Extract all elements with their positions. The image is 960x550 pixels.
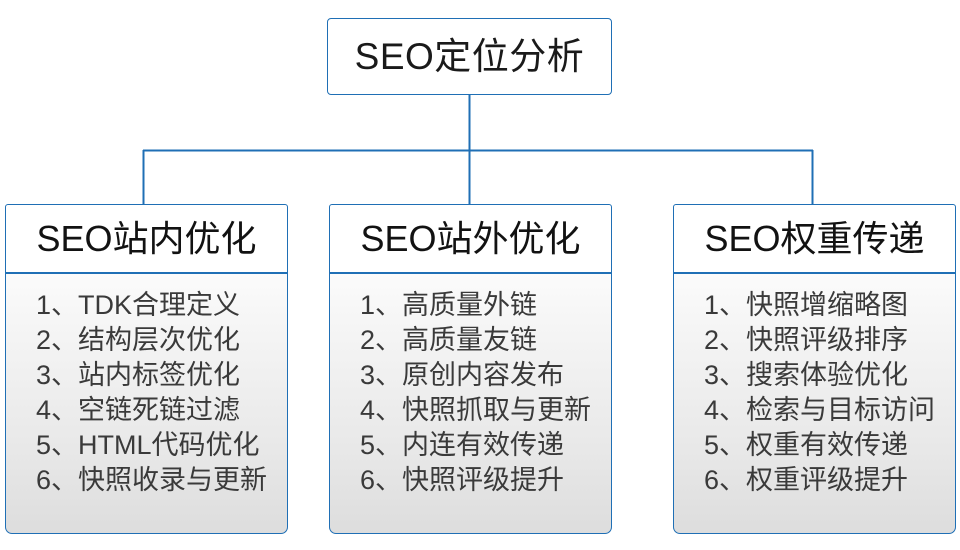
item-text: 内连有效传递 [402, 430, 565, 460]
list-item: 6、 快照评级提升 [360, 463, 611, 498]
item-index: 3、 [360, 360, 403, 390]
item-index: 2、 [36, 325, 79, 355]
item-index: 5、 [704, 430, 747, 460]
branch-column-1[interactable]: SEO站内优化 1、 TDK合理定义 2、 结构层次优化 3、 站内标签优化 4… [5, 204, 288, 534]
item-index: 4、 [36, 395, 79, 425]
item-text: TDK合理定义 [78, 290, 241, 320]
list-item: 2、 高质量友链 [360, 323, 611, 358]
item-text: 权重评级提升 [746, 465, 909, 495]
item-text: 高质量友链 [402, 325, 538, 355]
list-item: 4、 快照抓取与更新 [360, 393, 611, 428]
item-index: 2、 [704, 325, 747, 355]
item-text: 站内标签优化 [78, 360, 241, 390]
branch-header-2[interactable]: SEO站外优化 [329, 204, 612, 274]
item-index: 1、 [360, 290, 403, 320]
item-text: 快照抓取与更新 [402, 395, 592, 425]
list-item: 4、 空链死链过滤 [36, 393, 287, 428]
item-list-3: 1、 快照增缩略图 2、 快照评级排序 3、 搜索体验优化 4、 检索与目标访问… [674, 288, 955, 498]
item-text: 快照评级提升 [402, 465, 565, 495]
list-item: 5、 内连有效传递 [360, 428, 611, 463]
item-index: 6、 [360, 465, 403, 495]
item-index: 6、 [36, 465, 79, 495]
item-text: 快照评级排序 [746, 325, 909, 355]
root-node[interactable]: SEO定位分析 [327, 18, 612, 95]
item-text: 高质量外链 [402, 290, 538, 320]
item-index: 3、 [36, 360, 79, 390]
list-item: 1、 TDK合理定义 [36, 288, 287, 323]
branch-title-1: SEO站内优化 [36, 217, 257, 259]
branch-body-1: 1、 TDK合理定义 2、 结构层次优化 3、 站内标签优化 4、 空链死链过滤… [5, 274, 288, 534]
root-node-label: SEO定位分析 [354, 36, 585, 77]
item-text: 结构层次优化 [78, 325, 241, 355]
list-item: 5、 权重有效传递 [704, 428, 955, 463]
item-index: 4、 [360, 395, 403, 425]
item-text: 快照收录与更新 [78, 465, 268, 495]
item-text: HTML代码优化 [78, 430, 260, 460]
list-item: 1、 快照增缩略图 [704, 288, 955, 323]
branch-body-3: 1、 快照增缩略图 2、 快照评级排序 3、 搜索体验优化 4、 检索与目标访问… [673, 274, 956, 534]
branch-column-3[interactable]: SEO权重传递 1、 快照增缩略图 2、 快照评级排序 3、 搜索体验优化 4、 [673, 204, 956, 534]
branch-header-1[interactable]: SEO站内优化 [5, 204, 288, 274]
item-index: 2、 [360, 325, 403, 355]
item-text: 检索与目标访问 [746, 395, 936, 425]
list-item: 1、 高质量外链 [360, 288, 611, 323]
item-text: 快照增缩略图 [746, 290, 909, 320]
list-item: 3、 搜索体验优化 [704, 358, 955, 393]
item-index: 5、 [36, 430, 79, 460]
branch-title-3: SEO权重传递 [704, 217, 925, 259]
list-item: 3、 站内标签优化 [36, 358, 287, 393]
item-index: 6、 [704, 465, 747, 495]
branch-header-3[interactable]: SEO权重传递 [673, 204, 956, 274]
list-item: 5、 HTML代码优化 [36, 428, 287, 463]
item-text: 搜索体验优化 [746, 360, 909, 390]
item-text: 原创内容发布 [402, 360, 565, 390]
list-item: 2、 快照评级排序 [704, 323, 955, 358]
item-index: 1、 [704, 290, 747, 320]
item-index: 4、 [704, 395, 747, 425]
list-item: 2、 结构层次优化 [36, 323, 287, 358]
item-index: 3、 [704, 360, 747, 390]
item-text: 权重有效传递 [746, 430, 909, 460]
item-list-1: 1、 TDK合理定义 2、 结构层次优化 3、 站内标签优化 4、 空链死链过滤… [6, 288, 287, 498]
item-index: 5、 [360, 430, 403, 460]
branch-title-2: SEO站外优化 [360, 217, 581, 259]
item-list-2: 1、 高质量外链 2、 高质量友链 3、 原创内容发布 4、 快照抓取与更新 5… [330, 288, 611, 498]
branch-body-2: 1、 高质量外链 2、 高质量友链 3、 原创内容发布 4、 快照抓取与更新 5… [329, 274, 612, 534]
list-item: 6、 快照收录与更新 [36, 463, 287, 498]
item-text: 空链死链过滤 [78, 395, 241, 425]
item-index: 1、 [36, 290, 79, 320]
list-item: 3、 原创内容发布 [360, 358, 611, 393]
branch-column-2[interactable]: SEO站外优化 1、 高质量外链 2、 高质量友链 3、 原创内容发布 4、 快 [329, 204, 612, 534]
list-item: 4、 检索与目标访问 [704, 393, 955, 428]
list-item: 6、 权重评级提升 [704, 463, 955, 498]
